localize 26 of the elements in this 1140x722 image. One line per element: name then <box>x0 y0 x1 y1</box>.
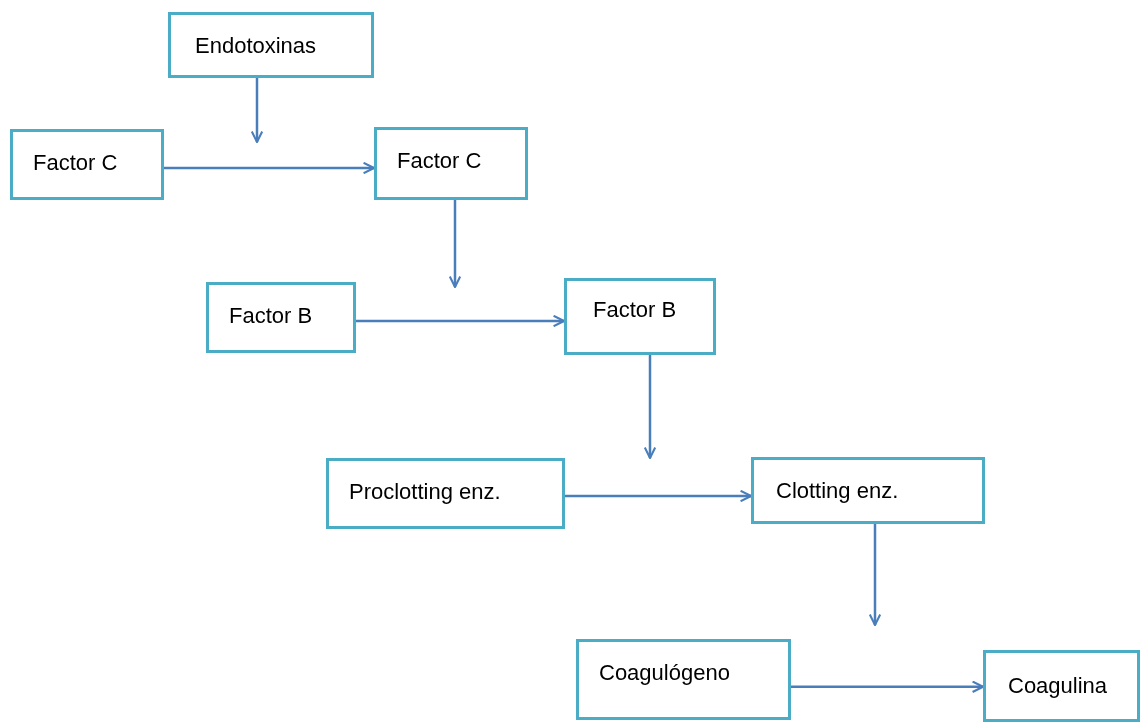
box-label: Endotoxinas <box>195 33 317 59</box>
process-box <box>206 282 356 353</box>
arrow <box>250 78 264 144</box>
arrow <box>164 161 376 175</box>
arrow <box>868 524 882 627</box>
arrow <box>565 489 753 503</box>
box-label: Coagulina <box>1008 673 1108 699</box>
arrow <box>791 680 985 693</box>
arrow <box>356 314 566 328</box>
box-label: Proclotting enz. <box>349 479 501 505</box>
box-label: Factor B <box>229 303 313 329</box>
box-label: Factor C <box>33 150 118 176</box>
process-box <box>576 639 791 720</box>
box-label: Coagulógeno <box>599 660 730 686</box>
box-label: Factor B <box>593 297 677 323</box>
process-box <box>168 12 374 78</box>
process-box <box>10 129 164 200</box>
box-label: Factor C <box>397 148 482 174</box>
process-box <box>374 127 528 200</box>
arrow <box>448 200 462 289</box>
process-box <box>751 457 985 524</box>
process-box <box>983 650 1140 722</box>
process-box <box>326 458 565 529</box>
box-label: Clotting enz. <box>776 478 899 504</box>
arrow <box>643 355 657 460</box>
process-box <box>564 278 716 355</box>
